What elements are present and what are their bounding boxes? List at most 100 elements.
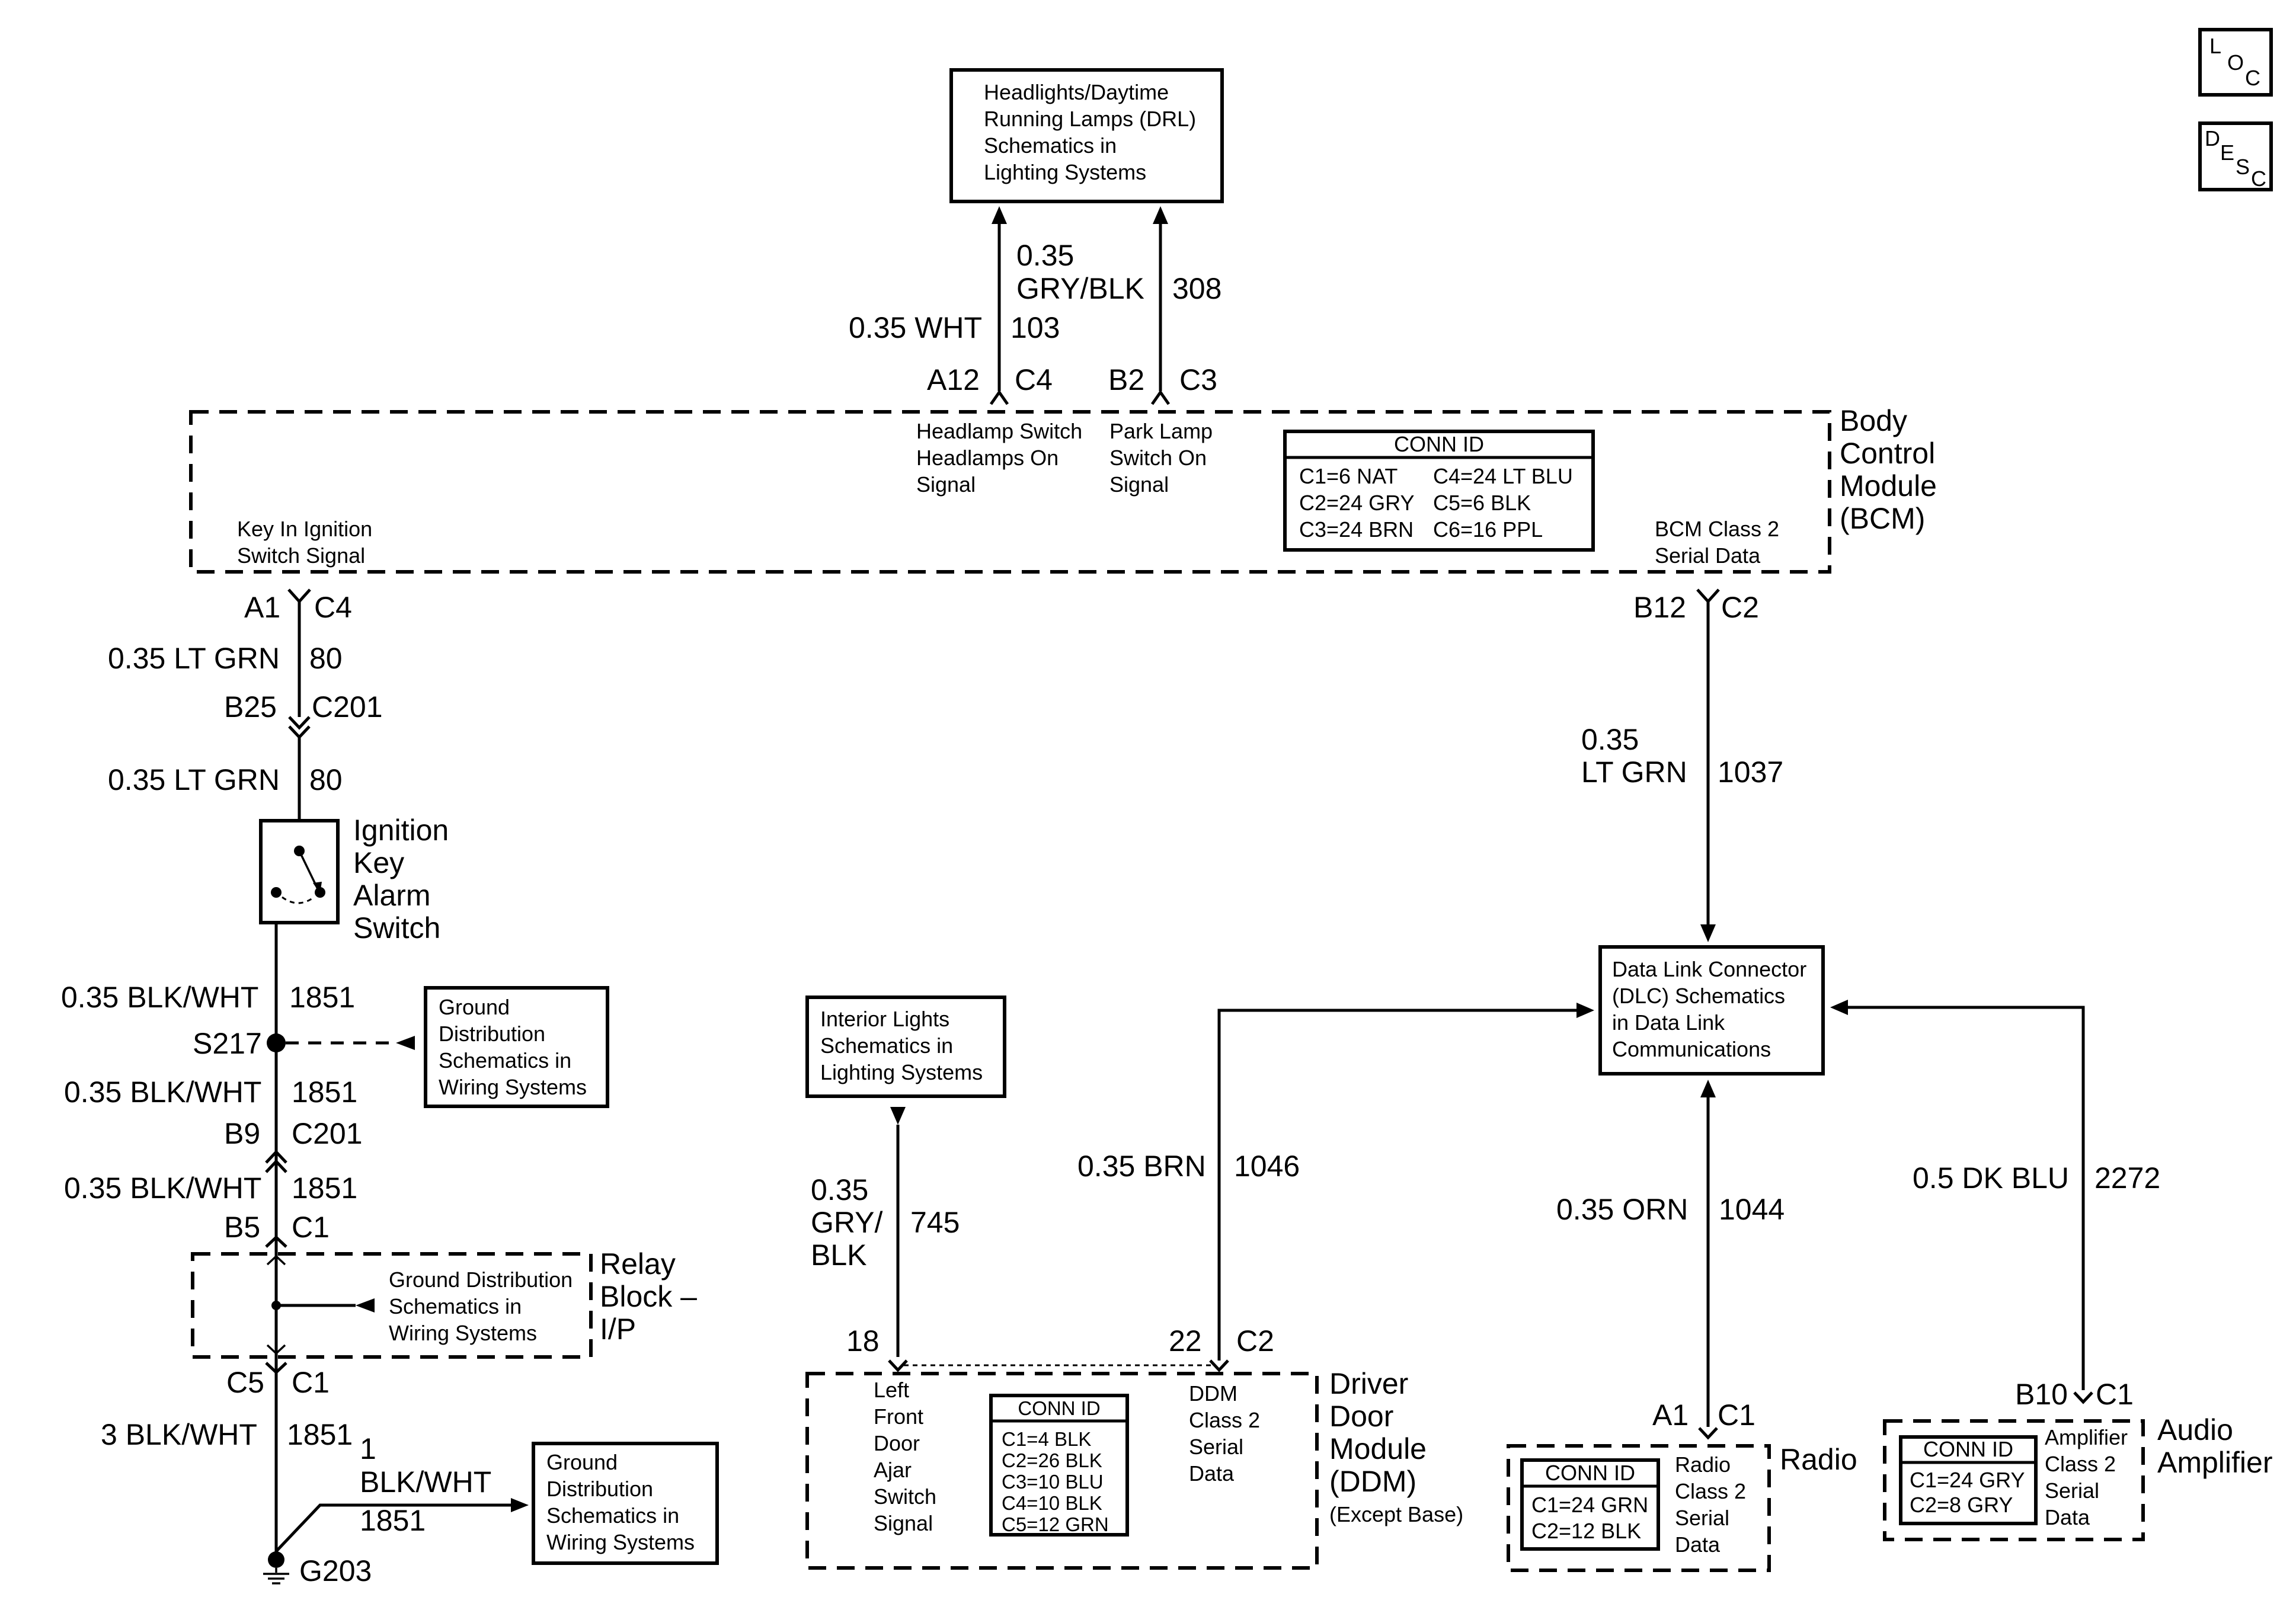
- pin-label: A1: [244, 591, 280, 624]
- conn-id-row: C6=16 PPL: [1433, 517, 1543, 542]
- audio-amplifier[interactable]: CONN ID C1=24 GRY C2=8 GRY Amplifier Cla…: [1883, 1413, 2272, 1541]
- bcm-pin-label: Headlamps On: [916, 446, 1059, 470]
- ground-box-line: Ground: [546, 1450, 618, 1474]
- amp-name: Amplifier: [2157, 1446, 2272, 1479]
- switch-name: Switch: [353, 911, 440, 945]
- connector-label: C1: [292, 1366, 330, 1399]
- wire-size-label: 0.35 WHT: [849, 311, 982, 344]
- amp-pin-label: Amplifier: [2045, 1425, 2128, 1449]
- desc-letter: E: [2220, 140, 2234, 165]
- circuit-number: 745: [910, 1206, 960, 1239]
- arrow-icon: [1153, 206, 1168, 224]
- splice-s217: [267, 1033, 286, 1052]
- connector-label: C201: [292, 1117, 363, 1150]
- bcm-pin-label: Signal: [1109, 472, 1169, 497]
- arrow-icon: [1700, 924, 1716, 942]
- circuit-number: 1851: [289, 981, 355, 1014]
- wire-745: 0.35 GRY/ BLK 745 18: [811, 1107, 960, 1372]
- ddm-name: (DDM): [1329, 1465, 1416, 1498]
- desc-icon[interactable]: D E S C: [2198, 121, 2273, 191]
- pin-label: B5: [224, 1211, 260, 1244]
- conn-id-row: C4=10 BLK: [1002, 1492, 1102, 1514]
- radio-pin-label: Data: [1675, 1532, 1721, 1557]
- wire-size-label: 0.35 BLK/WHT: [64, 1172, 261, 1205]
- ground-box-line: Wiring Systems: [439, 1075, 587, 1099]
- wire-103: 0.35 WHT 103 A12 C4: [849, 206, 1060, 396]
- ground-distribution-box[interactable]: Ground Distribution Schematics in Wiring…: [532, 1442, 719, 1565]
- connector-label: C4: [314, 591, 352, 624]
- driver-door-module[interactable]: Left Front Door Ajar Switch Signal CONN …: [805, 1367, 1463, 1570]
- connector-label: C2: [1721, 591, 1759, 624]
- amp-pin-label: Class 2: [2045, 1452, 2116, 1476]
- bcm-pin-label: Switch On: [1109, 446, 1207, 470]
- radio-name: Radio: [1780, 1443, 1857, 1476]
- ddm-name: Module: [1329, 1432, 1427, 1465]
- connector-label: C1: [2096, 1378, 2134, 1411]
- arrow-icon: [511, 1498, 529, 1512]
- loc-letter: C: [2245, 66, 2260, 90]
- ground-box-line: Distribution: [546, 1477, 653, 1501]
- wire-size-label: 0.35: [1016, 239, 1074, 272]
- ddm-name: Driver: [1329, 1367, 1408, 1400]
- ignition-key-alarm-switch[interactable]: Ignition Key Alarm Switch: [259, 814, 449, 945]
- conn-id-row: C1=6 NAT: [1299, 464, 1398, 488]
- bcm-name: (BCM): [1840, 502, 1925, 535]
- arrow-icon: [992, 206, 1007, 224]
- radio-module[interactable]: CONN ID C1=24 GRN C2=12 BLK Radio Class …: [1507, 1443, 1857, 1572]
- desc-letter: C: [2251, 167, 2266, 191]
- ddm-pin-label: Switch: [874, 1484, 936, 1509]
- bcm-module[interactable]: Body Control Module (BCM) Headlamp Switc…: [189, 404, 1937, 574]
- circuit-number: 1851: [287, 1418, 353, 1451]
- pin-label: A12: [927, 363, 980, 396]
- wire-size-label: 0.35 LT GRN: [108, 642, 280, 675]
- dlc-box-line: Data Link Connector: [1612, 957, 1806, 981]
- relay-label: Ground Distribution: [389, 1267, 573, 1292]
- wire-size-label: 0.35 BLK/WHT: [61, 981, 258, 1014]
- conn-id-row: C2=24 GRY: [1299, 491, 1414, 515]
- wire-size-label: 3 BLK/WHT: [101, 1418, 257, 1451]
- wire-size-label: LT GRN: [1581, 756, 1687, 789]
- conn-id-row: C1=24 GRN: [1531, 1493, 1648, 1517]
- conn-id-row: C2=26 BLK: [1002, 1449, 1102, 1471]
- dlc-schematic-box[interactable]: Data Link Connector (DLC) Schematics in …: [1598, 945, 1825, 1076]
- amp-pin-label: Serial: [2045, 1478, 2099, 1503]
- radio-pin-label: Class 2: [1675, 1479, 1746, 1503]
- ground-box-line: Distribution: [439, 1022, 545, 1046]
- ground-distribution-box[interactable]: Ground Distribution Schematics in Wiring…: [424, 986, 609, 1108]
- pin-label: B9: [224, 1117, 260, 1150]
- bcm-pin-label: Key In Ignition: [237, 517, 372, 541]
- conn-id-row: C2=12 BLK: [1531, 1519, 1641, 1543]
- connector-label: C201: [312, 690, 383, 724]
- drl-schematic-box[interactable]: Headlights/Daytime Running Lamps (DRL) S…: [949, 68, 1224, 203]
- ddm-pin-label: Serial: [1189, 1435, 1243, 1459]
- loc-letter: O: [2227, 50, 2244, 75]
- loc-icon[interactable]: L O C: [2198, 28, 2273, 97]
- interior-lights-box[interactable]: Interior Lights Schematics in Lighting S…: [805, 996, 1006, 1098]
- connector-label: C4: [1015, 363, 1053, 396]
- wire-size-label: 0.35 BLK/WHT: [64, 1076, 261, 1109]
- circuit-number: 308: [1172, 272, 1221, 305]
- radio-conn-id-table: CONN ID C1=24 GRN C2=12 BLK: [1520, 1458, 1660, 1551]
- wire-size-label: 0.35 ORN: [1556, 1193, 1688, 1226]
- pin-label: C5: [226, 1366, 264, 1399]
- wire-size-label: 0.35: [811, 1173, 868, 1206]
- connector-chevron-icon: [265, 1150, 287, 1164]
- ground-box-line: Schematics in: [439, 1048, 571, 1073]
- ddm-pin-label: Left: [874, 1378, 909, 1402]
- ddm-pin-label: Signal: [874, 1511, 933, 1535]
- wire-2272: 0.5 DK BLU 2272 B10 C1: [1830, 1000, 2160, 1411]
- dlc-box-line: in Data Link: [1612, 1010, 1725, 1035]
- ddm-pin-label: Data: [1189, 1461, 1235, 1486]
- amp-pin-label: Data: [2045, 1505, 2090, 1529]
- dlc-box-line: (DLC) Schematics: [1612, 984, 1785, 1008]
- relay-block-ip[interactable]: Ground Distribution Schematics in Wiring…: [191, 1247, 697, 1359]
- circuit-number: 1851: [360, 1504, 426, 1537]
- conn-id-title: CONN ID: [1394, 432, 1484, 456]
- bcm-pin-label: Park Lamp: [1109, 419, 1213, 443]
- dlc-box-line: Communications: [1612, 1037, 1771, 1061]
- conn-id-row: C3=10 BLU: [1002, 1471, 1104, 1493]
- ddm-pin-label: Class 2: [1189, 1408, 1260, 1432]
- wire-size-label: GRY/BLK: [1016, 272, 1144, 305]
- circuit-number: 1044: [1719, 1193, 1785, 1226]
- pin-label: B10: [2015, 1378, 2068, 1411]
